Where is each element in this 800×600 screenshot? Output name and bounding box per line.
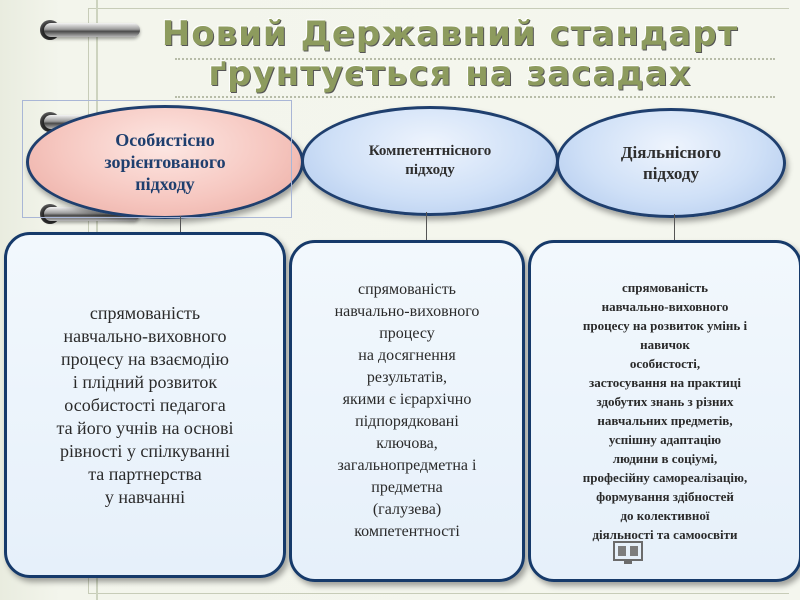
connector-line [426,212,427,240]
selection-frame [22,100,292,218]
approach-description-activity: спрямованість навчально-виховного процес… [528,240,800,582]
approach-heading-text: Компетентнісного підходу [368,143,492,178]
watermark-logo-icon [613,541,643,564]
approach-heading-activity: Діяльнісного підходу [556,108,786,218]
approach-description-personal: спрямованість навчально-виховного процес… [4,232,286,578]
approach-heading-competence: Компетентнісного підходу [301,106,559,216]
description-text: спрямованість навчально-виховного процес… [56,302,234,507]
approach-heading-text: Діяльнісного підходу [620,143,722,183]
page-title-line-2: ґрунтується на засадах [208,54,692,94]
dotted-rule [175,58,775,60]
description-text: спрямованість навчально-виховного процес… [582,280,748,542]
page-title-line-1: Новий Державний стандарт [161,14,739,54]
connector-line [674,214,675,240]
dotted-rule [175,96,775,98]
connector-line [180,216,181,234]
description-text: спрямованість навчально-виховного процес… [334,281,480,540]
approach-heading-text: Особистісно зорієнтованого підходу [104,130,226,194]
binder-ring-icon [44,23,140,37]
approach-description-competence: спрямованість навчально-виховного процес… [289,240,525,582]
